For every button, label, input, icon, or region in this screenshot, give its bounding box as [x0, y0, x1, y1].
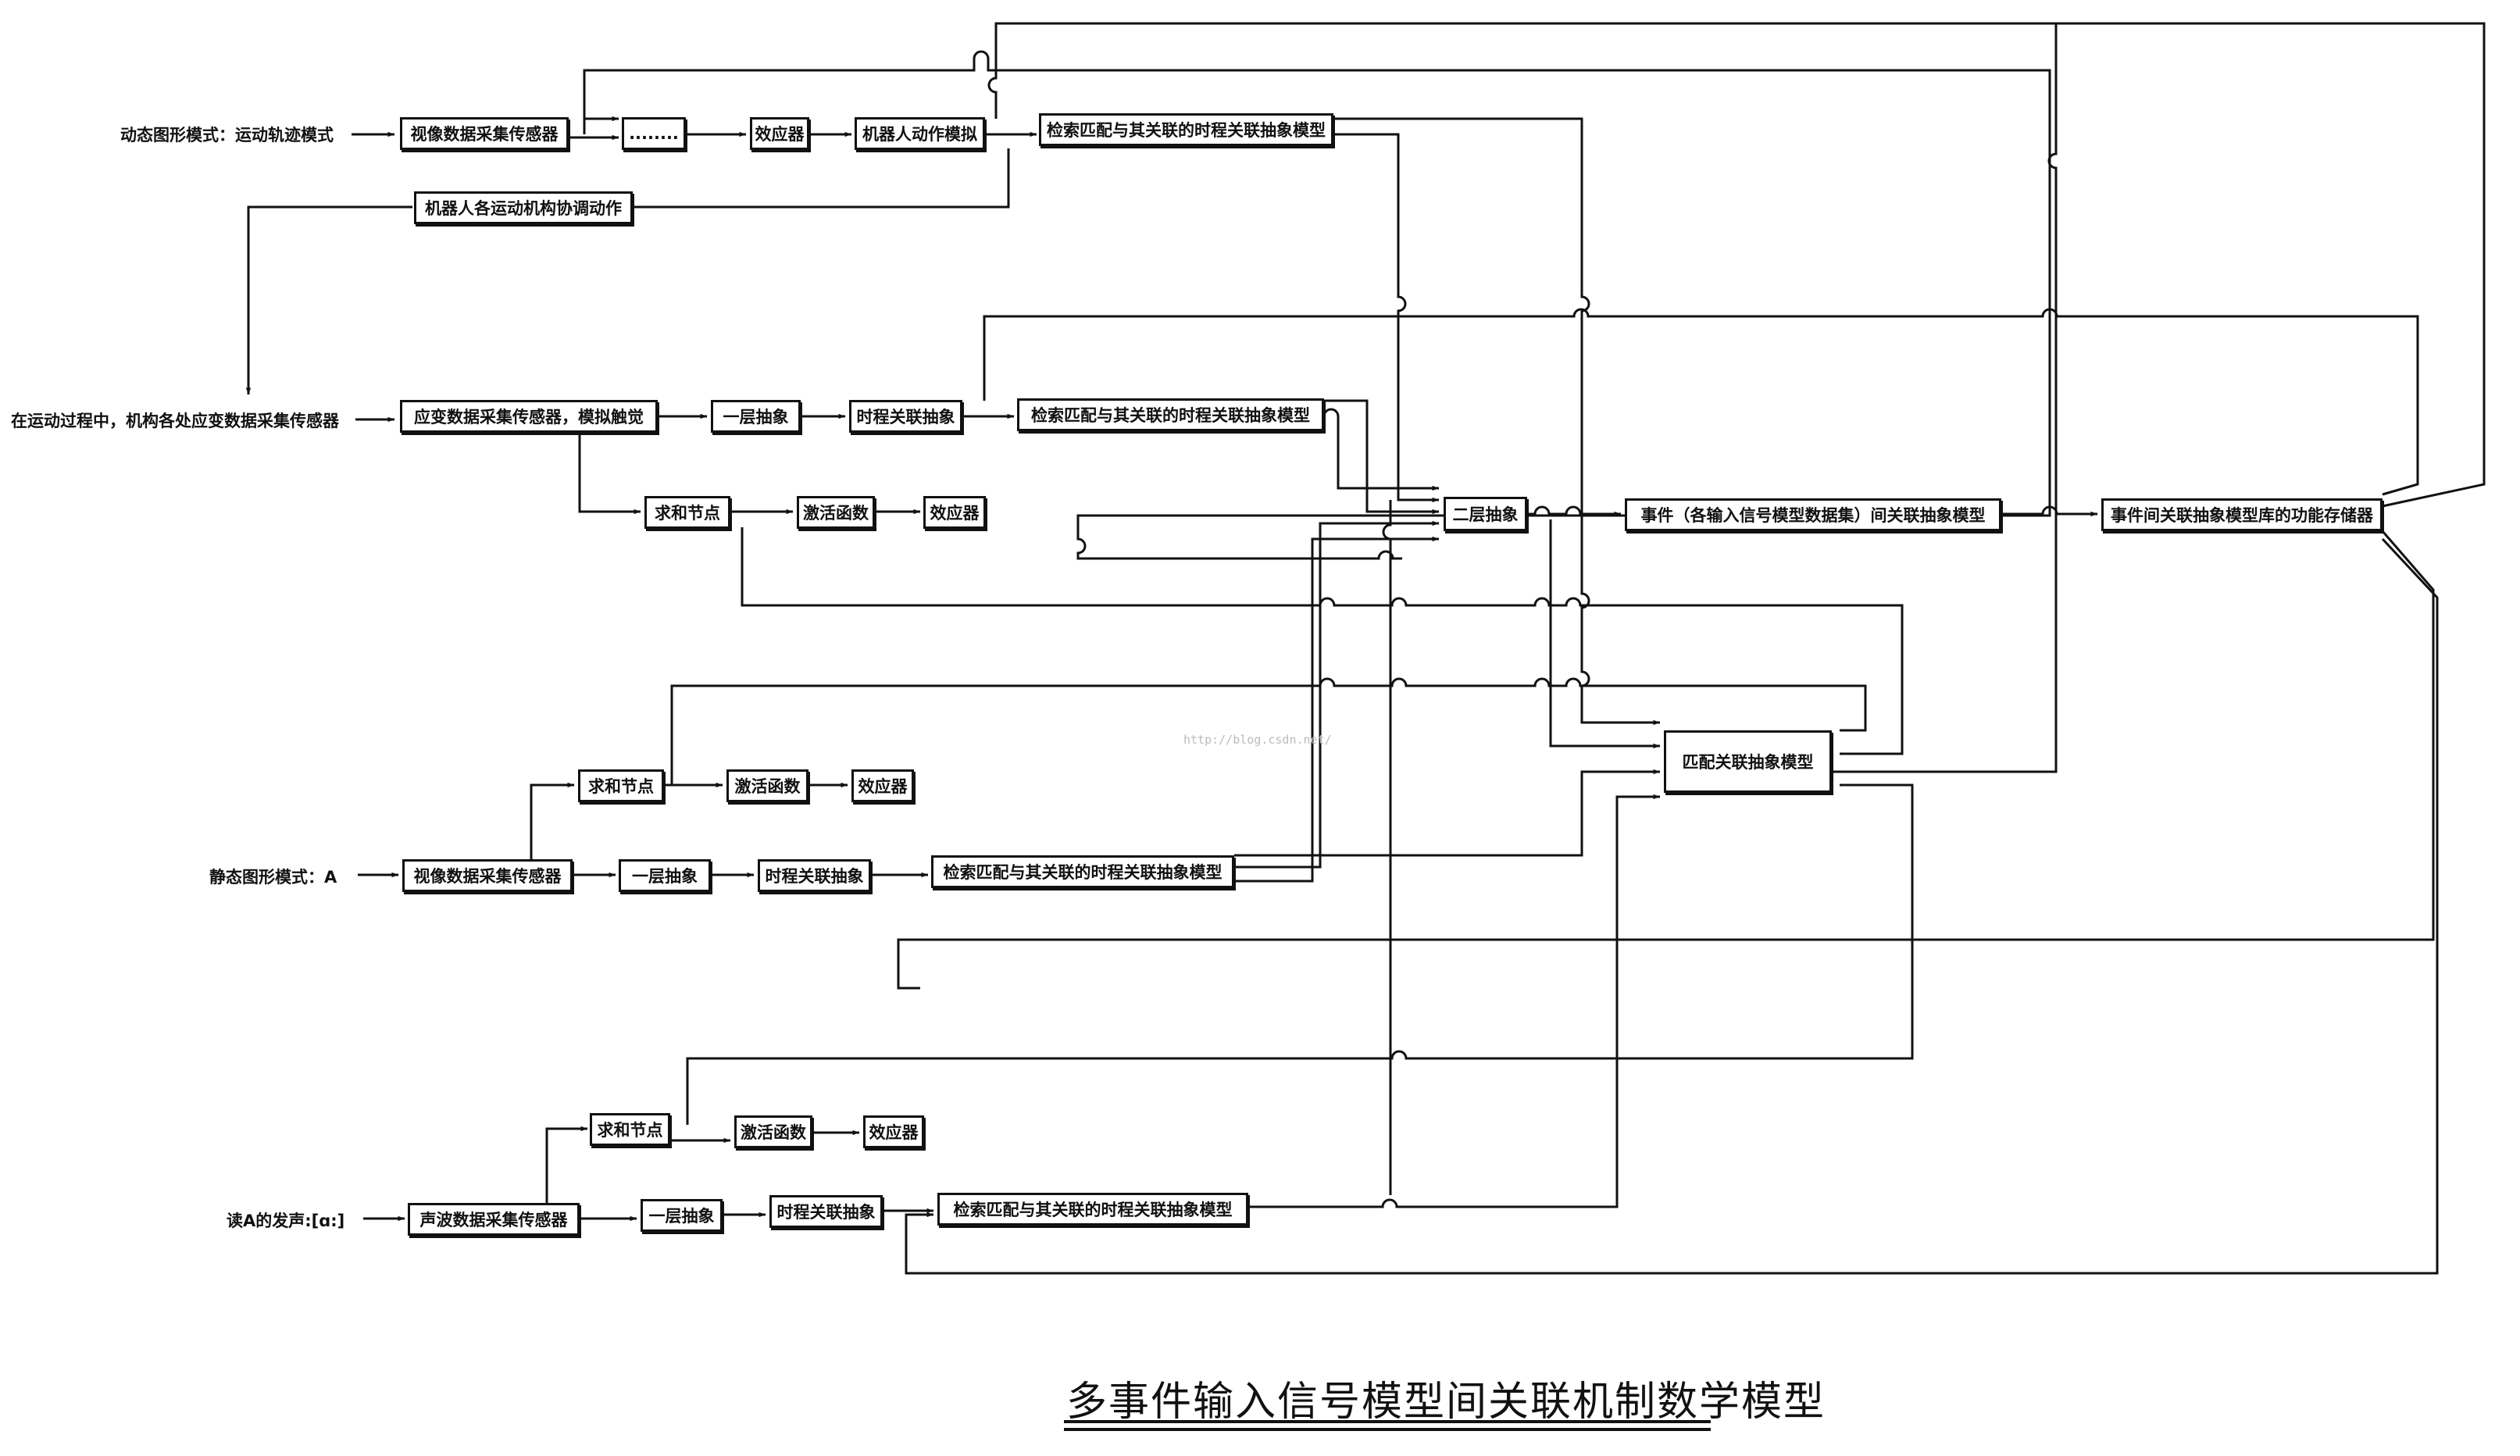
activation-function-box: 激活函数: [797, 496, 875, 529]
wire-r3-branch: [530, 782, 575, 859]
wire-r1-down: [245, 205, 412, 395]
temporal-abstraction-box: 时程关联抽象: [769, 1195, 883, 1228]
abstraction-2-box: 二层抽象: [1444, 497, 1527, 531]
effector-box: 效应器: [851, 769, 914, 802]
title-underline-2: [1064, 1428, 1711, 1431]
effector-box: 效应器: [923, 496, 986, 529]
wire-r1-feedback: [631, 148, 1010, 209]
effector-box: 效应器: [750, 117, 809, 150]
wire-r1-retrieve-out: [1333, 133, 1440, 503]
title-underline-1: [1064, 1420, 1711, 1423]
abstraction-1-box: 一层抽象: [619, 859, 711, 892]
robot-coord-box: 机器人各运动机构协调动作: [414, 191, 633, 224]
wire-r4-act-loop: [686, 783, 1914, 1125]
diagram-title: 多事件输入信号模型间关联机制数学模型: [1066, 1379, 1826, 1426]
temporal-abstraction-box: 时程关联抽象: [758, 859, 871, 892]
label-motion-strain: 在运动过程中，机构各处应变数据采集传感器: [11, 412, 339, 430]
effector-box: 效应器: [863, 1115, 924, 1148]
wire-r1-outer: [987, 22, 2486, 508]
retrieve-model-box: 检索匹配与其关联的时程关联抽象模型: [937, 1193, 1248, 1226]
activation-function-box: 激活函数: [734, 1115, 812, 1148]
wire-r2-branch: [578, 432, 641, 515]
wire-r1-to-match: [1333, 117, 1661, 726]
model-storage-box: 事件间关联抽象模型库的功能存储器: [2101, 498, 2383, 531]
video-sensor-box: 视像数据采集传感器: [400, 117, 569, 150]
sum-node-box: 求和节点: [578, 769, 664, 802]
retrieve-model-box: 检索匹配与其关联的时程关联抽象模型: [1039, 113, 1333, 146]
wire-r3-act-loop: [670, 677, 1867, 785]
abstraction-1-box: 一层抽象: [711, 400, 801, 433]
label-voice: 读A的发声:[ɑ:]: [227, 1212, 345, 1230]
sum-node-box: 求和节点: [590, 1113, 670, 1146]
strain-sensor-box: 应变数据采集传感器，模拟触觉: [400, 400, 658, 433]
wire-match-to-storage: [1832, 23, 2058, 773]
wire-storage-down: [897, 530, 2435, 990]
temporal-abstraction-box: 时程关联抽象: [849, 400, 962, 433]
wire-r3-to-abs2c: [1234, 536, 1440, 883]
video-sensor-box: 视像数据采集传感器: [402, 859, 573, 892]
wire-abs2-to-event: [1527, 505, 1622, 517]
wire-r2-to-abs2b: [1322, 408, 1440, 491]
sum-node-box: 求和节点: [644, 496, 730, 529]
label-static-mode: 静态图形模式：A: [209, 868, 337, 887]
wire-r4-branch: [545, 1126, 588, 1203]
wire-event-loop: [1549, 519, 1661, 749]
wire-storage-bottom: [905, 537, 2439, 1275]
wire-r2-retrieve-out: [1324, 399, 1440, 515]
wire-r1-top-loop: [583, 50, 2051, 560]
wire-r3-retrieve-out: [1234, 520, 1440, 869]
wire-r2-act-loop: [741, 527, 1904, 755]
match-model-box: 匹配关联抽象模型: [1664, 730, 1832, 793]
label-dynamic-mode: 动态图形模式：运动轨迹模式: [120, 126, 334, 145]
abstraction-1-box: 一层抽象: [641, 1199, 723, 1232]
event-association-model-box: 事件（各输入信号模型数据集）间关联抽象模型: [1625, 498, 2001, 531]
sonic-sensor-box: 声波数据采集传感器: [408, 1203, 580, 1236]
wire-r4-up: [1382, 500, 1392, 1195]
wire-r3-to-match: [1234, 769, 1661, 857]
activation-function-box: 激活函数: [726, 769, 808, 802]
wire-r4-retrieve-out: [1248, 794, 1661, 1208]
wire-r1-dots-in: [583, 87, 619, 122]
retrieve-model-box: 检索匹配与其关联的时程关联抽象模型: [1017, 398, 1324, 431]
retrieve-model-box: 检索匹配与其关联的时程关联抽象模型: [931, 855, 1234, 888]
robot-sim-box: 机器人动作模拟: [855, 117, 985, 150]
ellipsis-box: ........: [622, 117, 686, 150]
watermark-url: http://blog.csdn.net/: [1183, 733, 1332, 747]
